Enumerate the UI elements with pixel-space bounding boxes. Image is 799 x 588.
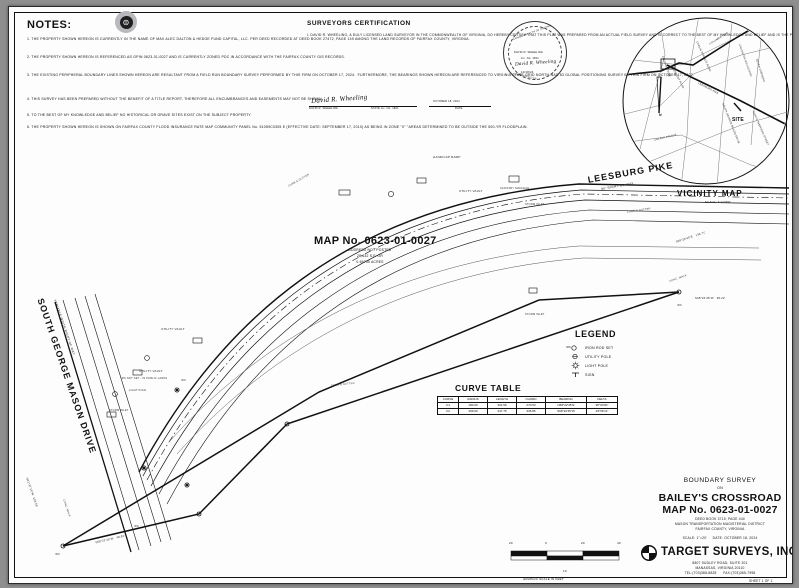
- legend-label: LIGHT POLE: [585, 363, 609, 368]
- title-line-2: ON: [717, 486, 723, 490]
- note-item: 4. THIS SURVEY HAS BEEN PREPARED WITHOUT…: [27, 97, 324, 101]
- annotation-irs-not-set: IRS NOT SET - IN PUBLIC LANDS: [121, 377, 168, 380]
- annotation-utility-vault: UTILITY VAULT: [161, 327, 185, 331]
- seal-date: 10/18/24: [521, 70, 534, 74]
- note-item: 2. THE PROPERTY SHOWN HEREON IS REFERENC…: [27, 55, 346, 59]
- table-row: C1 180.00 301.59 270.53 N68°22'45"E 96°0…: [437, 402, 618, 409]
- legend-label: IRON ROD SET: [585, 345, 614, 350]
- company-address-1: 8807 SUDLEY ROAD, SUITE 201: [692, 561, 748, 565]
- scale-bar: 20 0 20 40 10 GRAPHIC SCALE IN FEET: [509, 541, 625, 581]
- seal-name: DAVID R. WHEELING: [514, 51, 544, 54]
- note-item: 5. TO THE BEST OF MY KNOWLEDGE AND BELIE…: [27, 113, 252, 117]
- map-area-sf: 28,632 S.F. OR: [357, 254, 383, 258]
- scale-tick: 40: [617, 541, 621, 545]
- marker-irs: IRS: [55, 553, 60, 556]
- date-label: DATE: [455, 107, 463, 110]
- curve-cell: 399.00: [458, 408, 488, 415]
- company-name: TARGET SURVEYS, INC.: [661, 546, 793, 558]
- signature-name: DAVID R. WHEELING: [309, 107, 339, 110]
- curve-table-header-row: CURVE RADIUS LENGTH CHORD BEARING DELTA: [437, 396, 618, 403]
- legend-list: IRS IRON ROD SET UTILITY POLE LIGHT POLE: [561, 343, 613, 379]
- company-logo-icon: [641, 545, 657, 561]
- curve-cell: 336.85: [516, 408, 546, 415]
- annotation-storm-inlet: STORM INLET: [525, 313, 545, 316]
- annotation-handicap-ramp: HANDICAP RAMP: [433, 155, 461, 159]
- map-address: ADDRESS NOT POSTED: [348, 248, 392, 252]
- map-area-acres: 0.65730 ACRES: [356, 260, 384, 264]
- annotation-storm-inlet: STORM INLET: [109, 409, 129, 412]
- main-map-graphic: [54, 175, 789, 553]
- legend-label: UTILITY POLE: [585, 354, 612, 359]
- curve-table-title: CURVE TABLE: [455, 383, 522, 393]
- scale-bar-graphic: [510, 550, 620, 561]
- legend-title: LEGEND: [575, 329, 617, 339]
- license-label: STATE Lic. No. 1821: [371, 107, 399, 110]
- vicinity-map-graphic: [622, 17, 790, 185]
- scale-tick: 20: [581, 541, 585, 545]
- legend-item: UTILITY POLE: [561, 352, 613, 361]
- note-item: 3. THE EXISTING PERIPHERAL BOUNDARY LINE…: [27, 73, 695, 77]
- legend-prefix: IRS: [566, 346, 571, 349]
- curve-cell: S68°22'45"W: [545, 408, 587, 415]
- company-address-2: MANASSAS, VIRGINIA 20110: [695, 566, 745, 570]
- legend-item: IRS IRON ROD SET: [561, 343, 613, 352]
- scale-tick: 0: [545, 541, 547, 545]
- title-district: MASON TRANSPORTATION MAGISTERIAL DISTRIC…: [674, 522, 766, 526]
- viewer-badge-icon: ⊜: [115, 11, 137, 33]
- curve-cell: C2: [437, 408, 459, 415]
- annotation-light-pole: LIGHT POLE: [129, 389, 147, 392]
- certification-title: SURVEYORS CERTIFICATION: [307, 20, 411, 27]
- north-arrow-label: N: [659, 113, 662, 117]
- sign-icon: [571, 371, 585, 378]
- title-county: FAIRFAX COUNTY, VIRGINIA: [695, 527, 745, 531]
- title-line-3: BAILEY'S CROSSROAD: [658, 492, 782, 504]
- seal-license: Lic. No. 1821: [521, 57, 539, 60]
- legend-item: LIGHT POLE: [561, 361, 613, 370]
- badge-glyph: ⊜: [119, 15, 133, 29]
- vicinity-map-title: VICINITY MAP: [677, 189, 743, 198]
- surveyor-seal-icon: [503, 21, 567, 85]
- note-item: 1. THE PROPERTY SHOWN HEREON IS CURRENTL…: [27, 37, 470, 41]
- plat-paper: NOTES: 1. THE PROPERTY SHOWN HEREON IS C…: [8, 6, 793, 584]
- scale-caption: GRAPHIC SCALE IN FEET: [523, 577, 564, 581]
- title-deed: DEED BOOK 3715, PAGE 440: [695, 517, 745, 521]
- company-phone: TEL:(703)368-8828 FAX:(703)365-7998: [684, 571, 756, 575]
- sheet-number: SHEET 1 OF 1: [749, 579, 773, 583]
- certification-date: OCTOBER 18, 2024: [433, 100, 460, 103]
- curve-cell: 347.75: [487, 408, 517, 415]
- vicinity-map-scale: SCALE: 1"=2000': [704, 200, 732, 204]
- annotation-sanitary-manhole: SANITARY MANHOLE: [500, 187, 530, 190]
- map-number-label: MAP No. 0623-01-0027: [314, 235, 437, 247]
- scale-tick: 20: [509, 541, 513, 545]
- annotation-utility-vault: UTILITY VAULT: [139, 369, 163, 373]
- legend-label: SIGN: [585, 372, 595, 377]
- annotation-storm-inlet: STORM INLET: [525, 203, 545, 206]
- marker-irs: IRS: [181, 379, 186, 382]
- sheet-border: [14, 12, 787, 578]
- light-pole-icon: [571, 361, 585, 370]
- title-line-4: MAP No. 0623-01-0027: [662, 504, 778, 516]
- annotation-utility-vault: UTILITY VAULT: [459, 189, 483, 193]
- notes-title: NOTES:: [27, 19, 72, 31]
- date-rule: [429, 106, 491, 107]
- legend-item: SIGN: [561, 370, 613, 379]
- curve-table: CURVE RADIUS LENGTH CHORD BEARING DELTA …: [437, 396, 618, 415]
- title-line-1: BOUNDARY SURVEY: [683, 477, 757, 484]
- note-item: 6. THE PROPERTY SHOWN HEREON IS SHOWN ON…: [27, 125, 528, 129]
- marker-irs: IRS: [677, 304, 682, 307]
- title-scale-date: SCALE: 1"=20' DATE: OCTOBER 18, 2024: [682, 536, 758, 540]
- bearing-label: S68°22'45"W 38.22': [695, 296, 726, 300]
- scale-mid-tick: 10: [563, 569, 567, 573]
- curve-cell: 49°56'11": [586, 408, 618, 415]
- signature-rule: [309, 106, 417, 107]
- site-label: SITE: [732, 117, 744, 123]
- iron-rod-set-icon: [571, 344, 585, 351]
- utility-pole-icon: [571, 353, 585, 360]
- table-row: C2 399.00 347.75 336.85 S68°22'45"W 49°5…: [437, 408, 618, 415]
- marker-irs: IRS: [134, 525, 139, 528]
